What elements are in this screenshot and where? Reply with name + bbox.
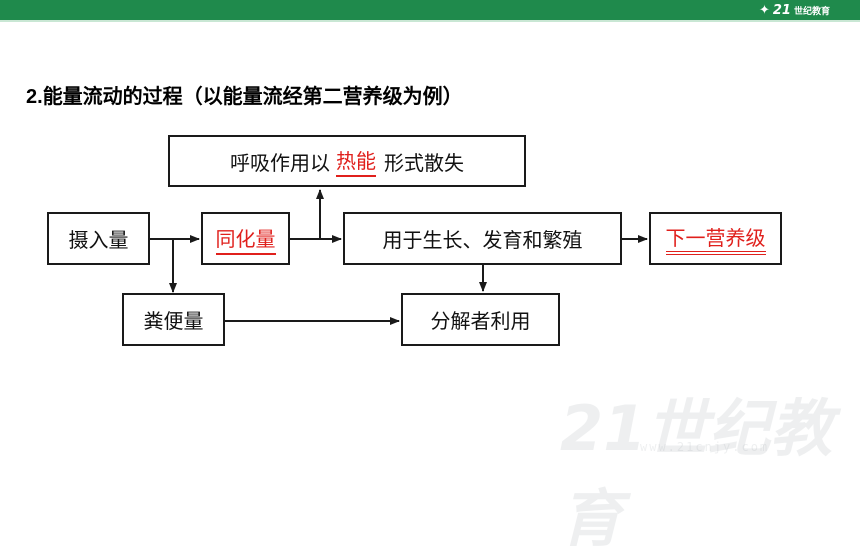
assimilation-box: 同化量 xyxy=(201,212,290,265)
next-level-label: 下一营养级 xyxy=(665,222,766,255)
respiration-answer: 热能 xyxy=(336,145,376,177)
top-banner-divider xyxy=(0,20,860,22)
intake-label: 摄入量 xyxy=(68,228,129,252)
logo-runner-icon: ✦ xyxy=(758,2,770,18)
heading-number: 2. xyxy=(26,86,43,108)
intake-box: 摄入量 xyxy=(47,212,150,265)
flow-arrows xyxy=(150,189,648,325)
watermark-mark: 21世纪教育 xyxy=(560,392,833,555)
respiration-suffix: 形式散失 xyxy=(384,150,464,175)
respiration-prefix: 呼吸作用以 xyxy=(230,150,330,175)
respiration-box: 呼吸作用以热能形式散失 xyxy=(168,135,526,187)
section-heading: 2.能量流动的过程（以能量流经第二营养级为例） xyxy=(26,80,463,109)
brand-logo: ✦ 21 世纪教育 xyxy=(759,1,830,19)
feces-label: 粪便量 xyxy=(143,309,204,333)
decomposer-box: 分解者利用 xyxy=(401,293,560,346)
watermark-url: www.21cnjy.com xyxy=(640,440,770,454)
growth-label: 用于生长、发育和繁殖 xyxy=(382,228,583,252)
logo-text: 世纪教育 xyxy=(793,6,830,17)
watermark-logo: 21世纪教育 xyxy=(560,378,860,558)
top-banner xyxy=(0,0,860,20)
assimilation-label: 同化量 xyxy=(215,223,276,255)
logo-mark: 21 xyxy=(772,2,791,18)
decomposer-label: 分解者利用 xyxy=(430,309,531,333)
next-level-box: 下一营养级 xyxy=(649,212,782,265)
feces-box: 粪便量 xyxy=(122,293,225,346)
growth-box: 用于生长、发育和繁殖 xyxy=(343,212,622,265)
heading-text: 能量流动的过程（以能量流经第二营养级为例） xyxy=(42,84,463,108)
